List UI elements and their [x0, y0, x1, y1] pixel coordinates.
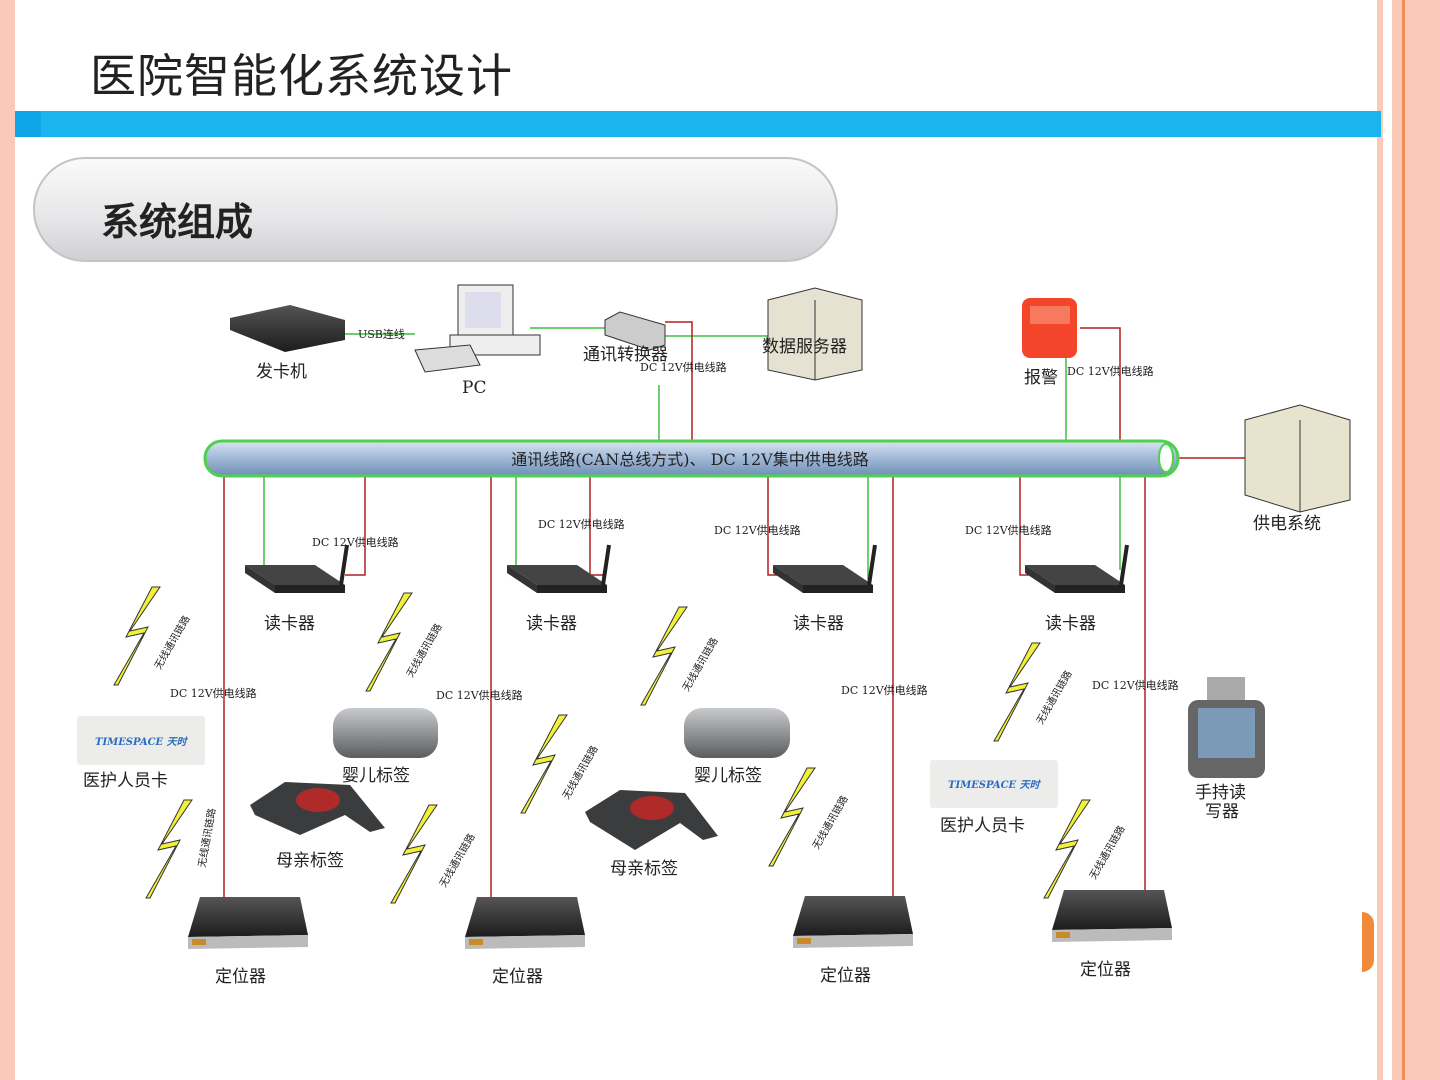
bus-pipe — [203, 439, 1180, 478]
alarm-icon — [1022, 298, 1077, 358]
card-brand: TIMESPACE 天时 — [948, 779, 1042, 791]
handheld-label: 写器 — [1205, 802, 1239, 822]
staff-card-label: 医护人员卡 — [940, 816, 1025, 836]
right-border-band — [1392, 0, 1440, 1080]
mother-tag-icon — [250, 782, 385, 835]
dc-label: DC 12V供电线路 — [436, 688, 523, 702]
lightning-icon — [365, 592, 413, 692]
section-title: 系统组成 — [101, 199, 254, 244]
locator-label: 定位器 — [820, 966, 871, 986]
lightning-icon — [993, 642, 1041, 742]
dc-label: DC 12V供电线路 — [312, 535, 399, 549]
power-supply-icon — [1244, 404, 1351, 513]
pc-label: PC — [462, 378, 486, 398]
wireless-label: 无线通讯链路 — [679, 635, 720, 693]
locator-icon — [793, 896, 913, 948]
baby-tag-label: 婴儿标签 — [694, 766, 762, 786]
reader-label: 读卡器 — [526, 614, 577, 634]
lightning-icon — [640, 606, 688, 706]
power-supply-label: 供电系统 — [1253, 514, 1321, 534]
lightning-icon — [113, 586, 161, 686]
card-brand: TIMESPACE 天时 — [95, 736, 189, 748]
title-bar — [15, 111, 1381, 137]
reader-label: 读卡器 — [1045, 614, 1096, 634]
lightning-icon — [145, 799, 193, 899]
reader-icon — [1023, 543, 1129, 595]
dc-label: DC 12V供电线路 — [538, 517, 625, 531]
pc-icon — [414, 284, 541, 373]
handheld-reader-icon — [1188, 677, 1265, 778]
dc-label: DC 12V供电线路 — [714, 523, 801, 537]
next-slide-tab[interactable] — [1362, 912, 1374, 972]
server-icon — [767, 287, 863, 381]
lightning-icon — [520, 714, 568, 814]
wireless-label: 无线通讯链路 — [809, 793, 850, 851]
dc-label: DC 12V供电线路 — [1067, 364, 1154, 378]
staff-card-label: 医护人员卡 — [83, 771, 168, 791]
reader-label: 读卡器 — [793, 614, 844, 634]
locator-icon — [465, 897, 585, 949]
reader-icon — [771, 543, 877, 595]
card-issuer-icon — [230, 305, 345, 352]
right-border-line — [1402, 0, 1405, 1080]
lightning-icon — [768, 767, 816, 867]
wireless-label: 无线通讯链路 — [1033, 668, 1074, 726]
converter-icon — [604, 311, 666, 351]
section-header: 系统组成 — [33, 157, 838, 262]
slide-title: 医院智能化系统设计 — [90, 49, 513, 103]
dc-label: DC 12V供电线路 — [965, 523, 1052, 537]
locator-icon — [188, 897, 308, 949]
bus-label: 通讯线路(CAN总线方式)、 DC 12V集中供电线路 — [511, 450, 868, 469]
handheld-label: 手持读 — [1195, 783, 1246, 803]
staff-card-icon: TIMESPACE 天时 — [930, 760, 1058, 808]
wireless-label: 无线通讯链路 — [151, 613, 192, 671]
alarm-label: 报警 — [1024, 368, 1058, 388]
usb-label: USB连线 — [358, 327, 405, 341]
dc-label: DC 12V供电线路 — [170, 686, 257, 700]
right-border — [1377, 0, 1383, 1080]
baby-tag-icon — [684, 708, 790, 758]
locator-icon — [1052, 890, 1172, 942]
mother-tag-label: 母亲标签 — [276, 851, 344, 871]
card-issuer-label: 发卡机 — [256, 362, 307, 382]
staff-card-icon: TIMESPACE 天时 — [77, 716, 205, 765]
locator-label: 定位器 — [1080, 960, 1131, 980]
dc-label: DC 12V供电线路 — [1092, 678, 1179, 692]
mother-tag-label: 母亲标签 — [610, 859, 678, 879]
locator-label: 定位器 — [492, 967, 543, 987]
reader-icon — [505, 543, 611, 595]
wireless-label: 无线通讯链路 — [403, 621, 444, 679]
lightning-icon — [390, 804, 438, 904]
baby-tag-label: 婴儿标签 — [342, 766, 410, 786]
wireless-label: 无线通讯链路 — [1086, 823, 1127, 881]
data-lines — [263, 327, 1121, 585]
baby-tag-icon — [333, 708, 438, 758]
reader-icon — [243, 543, 349, 595]
wireless-label: 无线通讯链路 — [195, 807, 218, 868]
dc-label: DC 12V供电线路 — [841, 683, 928, 697]
locator-label: 定位器 — [215, 967, 266, 987]
wireless-label: 无线通讯链路 — [559, 743, 600, 801]
lightning-icon — [1043, 799, 1091, 899]
server-label: 数据服务器 — [762, 337, 847, 357]
dc-label: DC 12V供电线路 — [640, 360, 727, 374]
reader-label: 读卡器 — [264, 614, 315, 634]
wireless-links — [113, 586, 1091, 904]
wireless-label: 无线通讯链路 — [436, 831, 477, 889]
title-bar-accent — [15, 111, 41, 137]
left-border — [0, 0, 15, 1080]
mother-tag-icon — [585, 790, 718, 850]
converter-label: 通讯转换器 — [583, 345, 668, 365]
